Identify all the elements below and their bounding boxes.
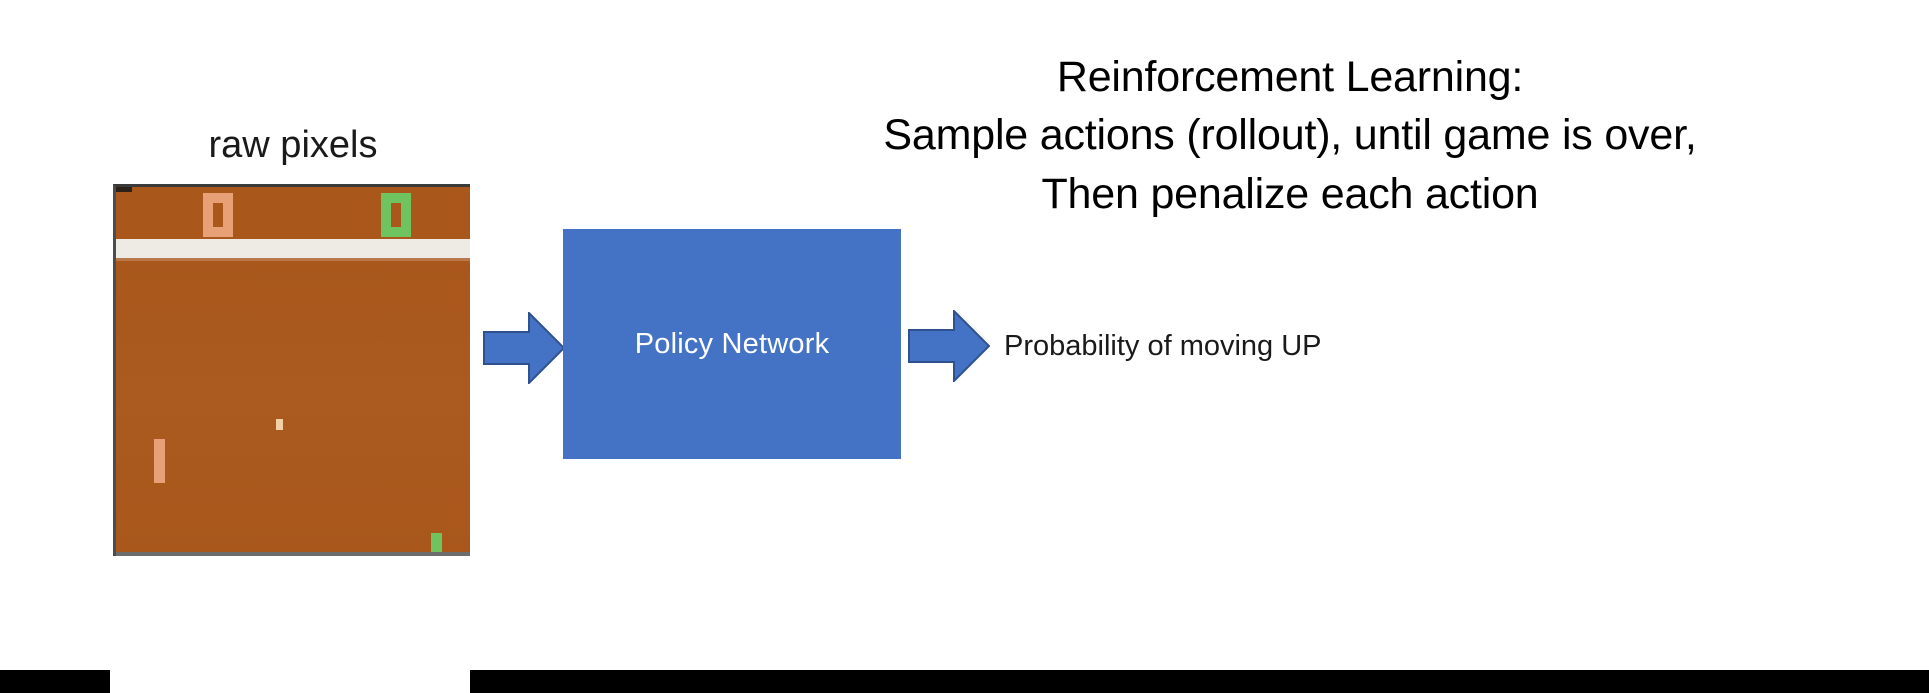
game-divider-line <box>116 239 470 258</box>
game-ball <box>276 419 283 430</box>
heading-line-2: Sample actions (rollout), until game is … <box>883 111 1697 160</box>
game-play-field <box>116 261 470 556</box>
output-label: Probability of moving UP <box>1004 330 1322 362</box>
game-corner-tick <box>116 187 132 192</box>
footer-bar-left <box>0 670 110 693</box>
game-scoreboard-band <box>116 187 470 239</box>
output-arrow-icon <box>908 310 990 382</box>
paddle-left <box>154 439 165 483</box>
footer-bar-right <box>470 670 1929 693</box>
paddle-right <box>431 533 442 556</box>
score-right-digit <box>381 193 411 237</box>
policy-network-label: Policy Network <box>634 327 830 360</box>
input-arrow-icon <box>483 312 565 384</box>
game-bottom-edge <box>116 552 470 556</box>
heading-line-3: Then penalize each action <box>1041 169 1539 218</box>
heading-line-1: Reinforcement Learning: <box>1056 53 1524 101</box>
pong-game-screen <box>113 184 470 556</box>
raw-pixels-caption: raw pixels <box>208 124 378 166</box>
game-divider-shadow <box>116 258 470 261</box>
policy-network-box[interactable]: Policy Network <box>563 229 901 459</box>
score-left-digit <box>203 193 233 237</box>
page-title: Reinforcement Learning: Sample actions (… <box>690 48 1890 223</box>
